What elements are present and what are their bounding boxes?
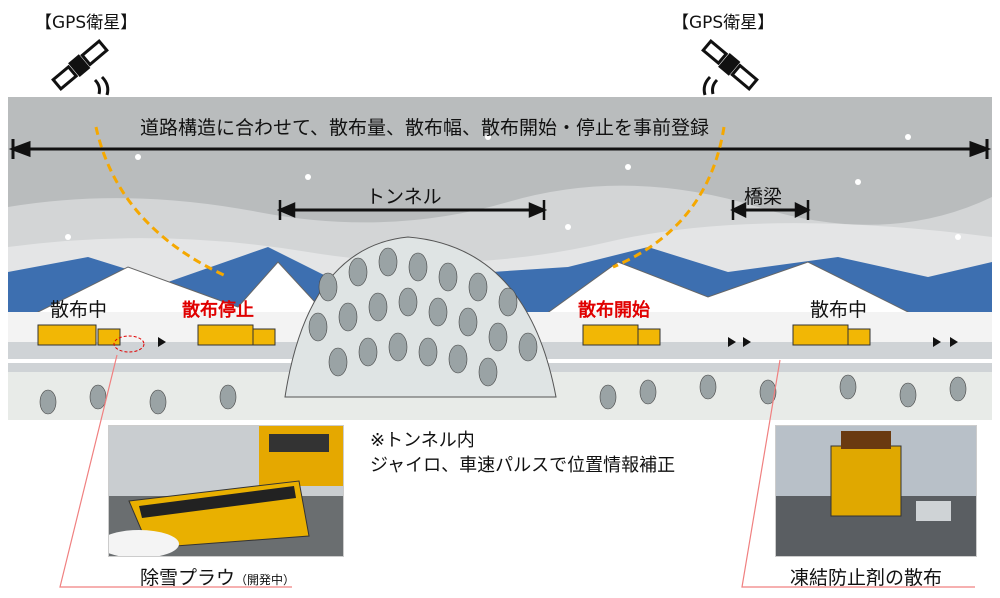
caption-sub: （開発中） — [235, 573, 296, 587]
state-spreading-2: 散布中 — [810, 299, 868, 321]
state-spreading-1: 散布中 — [50, 299, 108, 321]
tunnel-note: ※トンネル内 ジャイロ、車速パルスで位置情報補正 — [370, 428, 675, 478]
tunnel-note-line-1: ※トンネル内 — [370, 430, 475, 451]
snowplow-photo — [108, 425, 344, 557]
state-start: 散布開始 — [578, 300, 650, 321]
gps-satellite-label-right: 【GPS衛星】 — [672, 13, 775, 33]
spreading-caption: 凍結防止剤の散布 — [790, 567, 943, 589]
satellite-icon — [701, 39, 759, 96]
gps-satellite-label-left: 【GPS衛星】 — [35, 13, 138, 33]
tunnel-label: トンネル — [366, 186, 442, 208]
state-stop: 散布停止 — [182, 300, 254, 321]
road-scene-illustration — [8, 97, 992, 420]
snowplow-caption: 除雪プラウ（開発中） — [140, 563, 295, 590]
banner-text: 道路構造に合わせて、散布量、散布幅、散布開始・停止を事前登録 — [140, 117, 710, 139]
caption-text: 除雪プラウ — [140, 567, 236, 589]
bridge-label: 橋梁 — [744, 186, 783, 208]
snowplow-trucks — [37, 324, 871, 346]
anti-freeze-spreading-photo — [775, 425, 977, 557]
tunnel-note-line-2: ジャイロ、車速パルスで位置情報補正 — [370, 455, 676, 476]
satellite-icon — [51, 39, 110, 96]
